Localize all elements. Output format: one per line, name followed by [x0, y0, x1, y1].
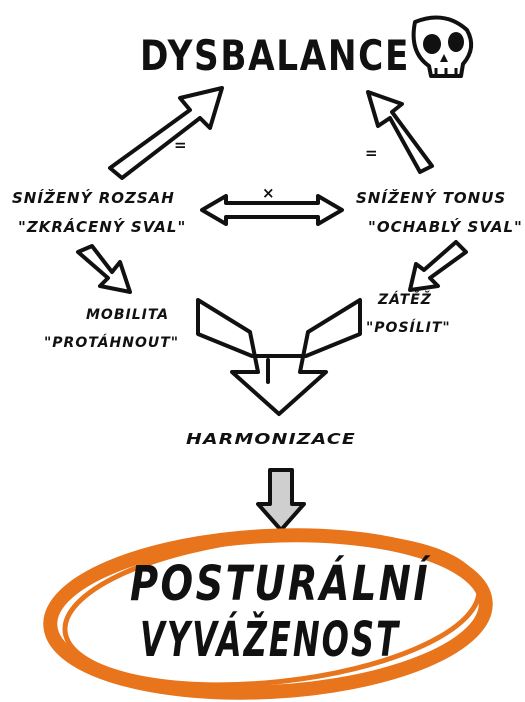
right-down-arrow [408, 240, 468, 292]
right-up-arrow [366, 90, 434, 174]
equals-right: = [365, 144, 379, 162]
merge-arrow [196, 298, 362, 416]
right-label-line1: SNÍŽENÝ TONUS [356, 188, 506, 207]
harmonization-label: HARMONIZACE [186, 430, 356, 448]
down-arrow-result [256, 468, 306, 532]
equals-left: = [174, 136, 188, 154]
result-line1: POSTURÁLNÍ [130, 555, 431, 612]
left-down-arrow [76, 244, 132, 294]
double-arrow [200, 194, 344, 226]
title-dysbalance: DYSBALANCE [140, 31, 410, 80]
load-line2: "POSÍLIT" [366, 319, 451, 336]
result-ellipse [43, 528, 493, 700]
right-label-line2: "OCHABLÝ SVAL" [368, 217, 523, 236]
skull-icon [411, 15, 474, 78]
result-line2: VYVÁŽENOST [140, 611, 400, 668]
left-label-line2: "ZKRÁCENÝ SVAL" [18, 217, 186, 236]
load-line1: ZÁTĚŽ [377, 291, 432, 308]
mobility-line1: MOBILITA [86, 307, 169, 323]
cross-mark: × [262, 184, 276, 202]
left-up-arrow [108, 86, 224, 180]
mobility-line2: "PROTÁHNOUT" [44, 334, 179, 351]
left-label-line1: SNÍŽENÝ ROZSAH [12, 188, 175, 207]
